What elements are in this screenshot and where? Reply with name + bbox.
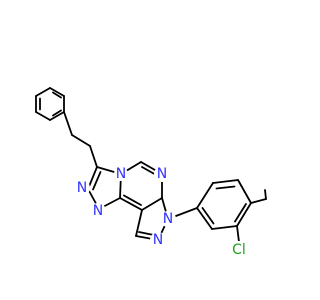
bond-methyl-end — [264, 189, 267, 200]
bond-aryl-2 — [212, 179, 239, 184]
bond-ch2-triazole — [89, 145, 98, 168]
atom-n-bridge: N — [116, 166, 126, 182]
bond-ch-c8 — [135, 209, 143, 237]
bond-phenyl-6 — [35, 87, 51, 97]
bond-methyl — [250, 198, 267, 204]
bond-phenyl-3 — [49, 111, 65, 121]
atom-n-triazole-top: N — [77, 180, 87, 196]
bond-aryl-6 — [196, 207, 213, 230]
atom-layer: N N N N N N Cl — [74, 166, 250, 259]
molecule-structure-diagram: N N N N N N Cl — [35, 87, 267, 259]
atom-bg-n-triazole-top — [74, 180, 90, 196]
atom-bg-n-bridge — [114, 167, 128, 181]
bond-phenyl-inner-2 — [52, 109, 62, 117]
bond-phenyl-inner-3 — [52, 91, 62, 99]
bond-phenyl-5 — [49, 87, 65, 97]
bond-aryl-inner-3 — [201, 207, 215, 225]
bond-phenyl-2 — [35, 111, 51, 121]
atom-bg-n-pyrimidine — [154, 166, 170, 182]
bond-aryl-1 — [196, 182, 214, 209]
atom-bg-n-pyrazole-1 — [160, 211, 176, 227]
bond-c8-c8a — [119, 197, 143, 211]
bond-aryl-4 — [236, 202, 252, 227]
atom-n-pyrazole-1: N — [163, 211, 173, 227]
atom-bg-n-triazole-bottom — [90, 203, 106, 219]
bond-c8-c8a-double — [123, 194, 142, 206]
bond-n2-c3-double — [92, 171, 102, 191]
bond-aryl-3 — [237, 179, 252, 204]
atom-bg-n-pyrazole-2 — [150, 232, 166, 248]
bond-aryl-5 — [211, 225, 238, 230]
bond-ch2-ch2 — [71, 134, 91, 147]
bond-phenyl-ch2 — [63, 111, 73, 136]
atom-chlorine: Cl — [232, 242, 246, 258]
atom-n-pyrazole-2: N — [153, 232, 163, 248]
bond-layer — [35, 87, 267, 251]
bond-aryl-inner-1 — [215, 185, 236, 190]
atom-n-pyrimidine: N — [157, 166, 167, 182]
bond-c7-c8 — [141, 197, 163, 211]
bond-aryl-inner-2 — [234, 203, 247, 223]
atom-n-triazole-bottom: N — [93, 203, 103, 219]
atom-bg-chlorine — [228, 241, 250, 259]
